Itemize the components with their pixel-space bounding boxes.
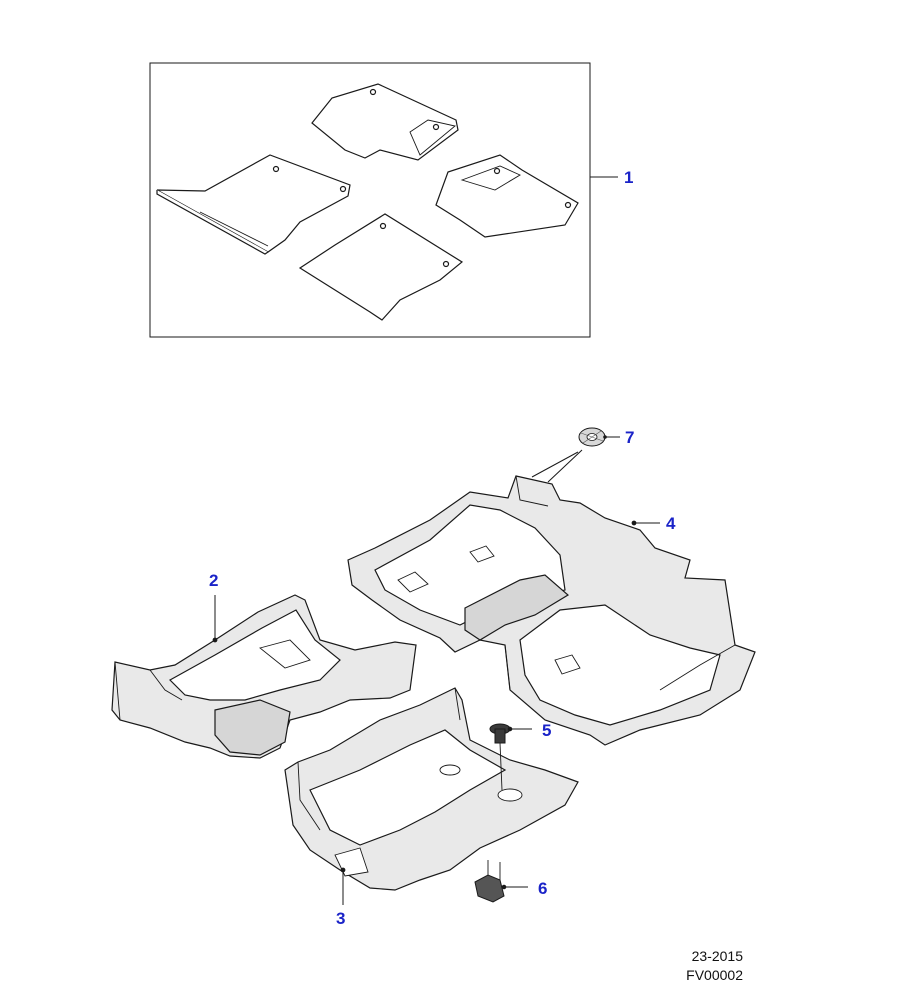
floor-mat-set-box: [149, 62, 618, 338]
callout-7: 7: [625, 428, 634, 447]
callout-2: 2: [209, 571, 218, 590]
callout-5: 5: [542, 721, 551, 740]
front-left-floor-carpet: [111, 594, 417, 759]
callout-labels: 1 2 3 4 5 6 7: [209, 168, 676, 928]
floor-mat-front-right: [311, 83, 459, 161]
floor-mat-rear-right: [435, 154, 579, 238]
callout-1: 1: [624, 168, 633, 187]
callout-3: 3: [336, 909, 345, 928]
mounting-bracket: [474, 860, 528, 903]
front-right-floor-carpet: [284, 687, 579, 905]
retainer-clip: [489, 723, 532, 791]
grommet-part: [531, 427, 620, 483]
callout-6: 6: [538, 879, 547, 898]
callout-4: 4: [666, 514, 676, 533]
footer-code: FV00002: [686, 967, 743, 983]
rear-floor-carpet: [347, 475, 756, 746]
floor-mat-rear-left: [298, 213, 464, 321]
footer-date: 23-2015: [691, 948, 743, 964]
floor-mat-front-left: [156, 154, 351, 255]
